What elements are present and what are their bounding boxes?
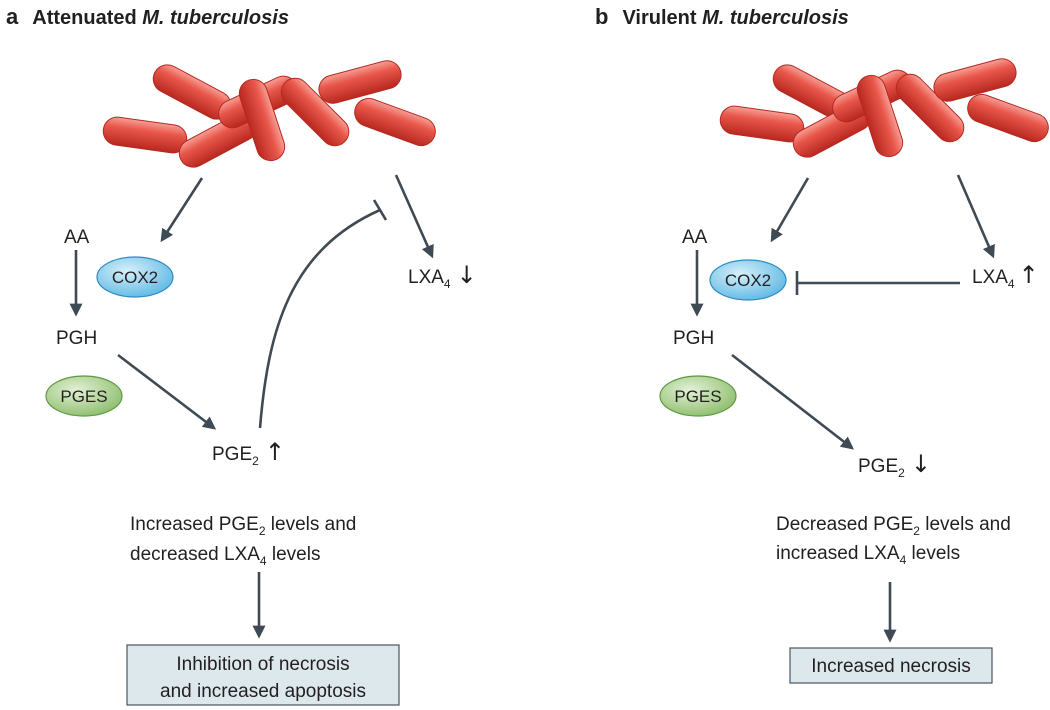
bacterium-rod: [238, 78, 286, 162]
pges-enzyme-b: PGES: [659, 375, 737, 417]
lxa4-direction-b: ↑: [1019, 261, 1039, 289]
arrow-bacteria-to-lxa4-b: [956, 174, 995, 259]
outcome-b-line1: Increased necrosis: [811, 656, 970, 677]
panel-b: b Virulent M. tuberculosis AA COX2 PGH: [595, 4, 1049, 684]
panel-a: a Attenuated M. tuberculosis AA COX2: [6, 4, 477, 706]
cox2-enzyme: COX2: [96, 256, 174, 298]
pge2-direction: ↑: [265, 438, 285, 466]
panel-a-title-plain: Attenuated: [32, 7, 142, 29]
arrow-bacteria-to-cox2-b: [770, 177, 810, 243]
pge2-label-b: PGE2↓: [858, 450, 931, 480]
arrow-pgh-to-pge2-b: [731, 353, 855, 450]
arrow-pgh-to-pge2: [117, 353, 217, 430]
aa-label-b: AA: [682, 227, 708, 248]
outcome-box-b: Increased necrosis: [789, 647, 993, 684]
outcome-a-line2: and increased apoptosis: [160, 681, 366, 702]
bacteria-cluster-b: [719, 58, 1049, 158]
panel-a-heading: a Attenuated M. tuberculosis: [6, 4, 289, 29]
cox2-label-b: COX2: [725, 271, 771, 290]
cox2-enzyme-b: COX2: [709, 259, 787, 301]
bacterium-rod: [318, 60, 402, 104]
pges-enzyme: PGES: [45, 375, 123, 417]
lxa4-label-b: LXA4↑: [972, 261, 1039, 291]
summary-line1: Increased PGE2 levels and: [130, 514, 356, 538]
bacterium-rod: [354, 97, 436, 147]
panel-a-letter: a: [6, 4, 19, 29]
pgh-label-b: PGH: [673, 328, 714, 349]
panel-b-heading: b Virulent M. tuberculosis: [595, 4, 849, 29]
bacterium-rod: [933, 58, 1017, 102]
inhibition-pge2-to-lxa4: [258, 208, 381, 429]
aa-label: AA: [64, 227, 90, 248]
pge2-label: PGE2↑: [212, 438, 285, 468]
bacterium-rod: [967, 93, 1049, 143]
summary-line2: decreased LXA4 levels: [130, 544, 320, 568]
panel-b-letter: b: [595, 4, 608, 29]
bacterium-rod: [280, 77, 350, 147]
pges-label: PGES: [60, 387, 107, 406]
arrow-bacteria-to-lxa4: [394, 174, 434, 259]
pgh-label: PGH: [56, 328, 97, 349]
summary-b-line2: increased LXA4 levels: [776, 543, 960, 567]
bacterium-rod: [102, 116, 188, 154]
cox2-label: COX2: [112, 268, 158, 287]
arrow-bacteria-to-cox2: [160, 177, 204, 243]
summary-b-line1: Decreased PGE2 levels and: [776, 514, 1011, 538]
outcome-box-a: Inhibition of necrosis and increased apo…: [126, 644, 400, 706]
panel-b-title-italic: M. tuberculosis: [702, 7, 849, 29]
bacterium-rod: [719, 105, 805, 143]
outcome-a-line1: Inhibition of necrosis: [176, 654, 349, 675]
inhibition-bar: [372, 199, 388, 221]
panel-b-title-plain: Virulent: [622, 7, 702, 29]
bacteria-cluster-a: [102, 60, 436, 168]
lxa4-direction: ↓: [457, 261, 477, 289]
bacterium-rod: [856, 74, 904, 158]
lxa4-label: LXA4↓: [408, 261, 477, 291]
pge2-direction-b: ↓: [911, 450, 931, 478]
panel-a-title-italic: M. tuberculosis: [142, 7, 289, 29]
pges-label-b: PGES: [674, 387, 721, 406]
